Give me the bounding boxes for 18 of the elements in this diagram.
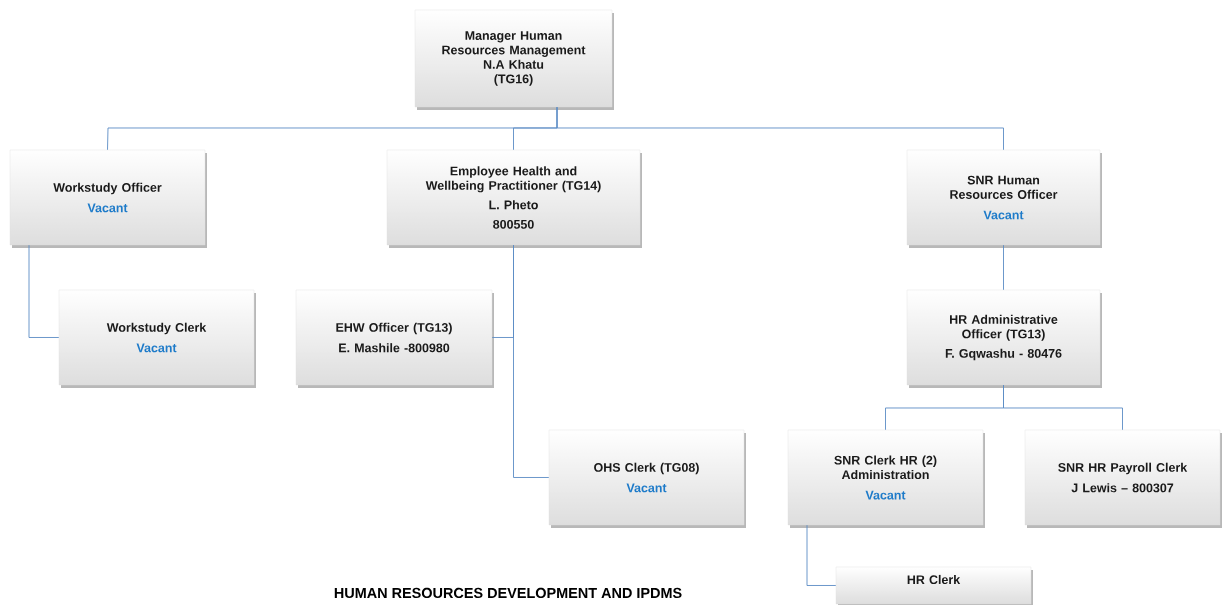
org-box: OHS Clerk (TG08) Vacant (548, 429, 746, 528)
org-box: Employee Health and Wellbeing Practitioner (TG14) L. Pheto 800550 (386, 149, 642, 248)
org-box: SNR Clerk HR (2) Administration Vacant (787, 429, 985, 528)
connector-line (513, 244, 550, 478)
org-box: HR Administrative Officer (TG13) F. Gqwashu - 80476 (906, 289, 1102, 388)
connector-line (1003, 384, 1123, 431)
org-box: Workstudy Officer Vacant (9, 149, 207, 248)
connector-line (28, 244, 60, 338)
org-box: EHW Officer (TG13) E. Mashile -800980 (295, 289, 494, 388)
connector-line (806, 524, 837, 586)
connector-line (1003, 244, 1004, 291)
heading: HUMAN RESOURCES DEVELOPMENT AND IPDMS (334, 587, 682, 599)
org-box: SNR HR Payroll Clerk J Lewis – 800307 (1024, 429, 1222, 528)
org-box: Manager Human Resources Management N.A Khatu (TG16) (414, 9, 614, 110)
org-box: HR Clerk (835, 566, 1033, 605)
org-box: SNR Human Resources Officer Vacant (906, 149, 1102, 248)
org-box: Workstudy Clerk Vacant (58, 289, 256, 388)
connector-line (556, 106, 1004, 151)
